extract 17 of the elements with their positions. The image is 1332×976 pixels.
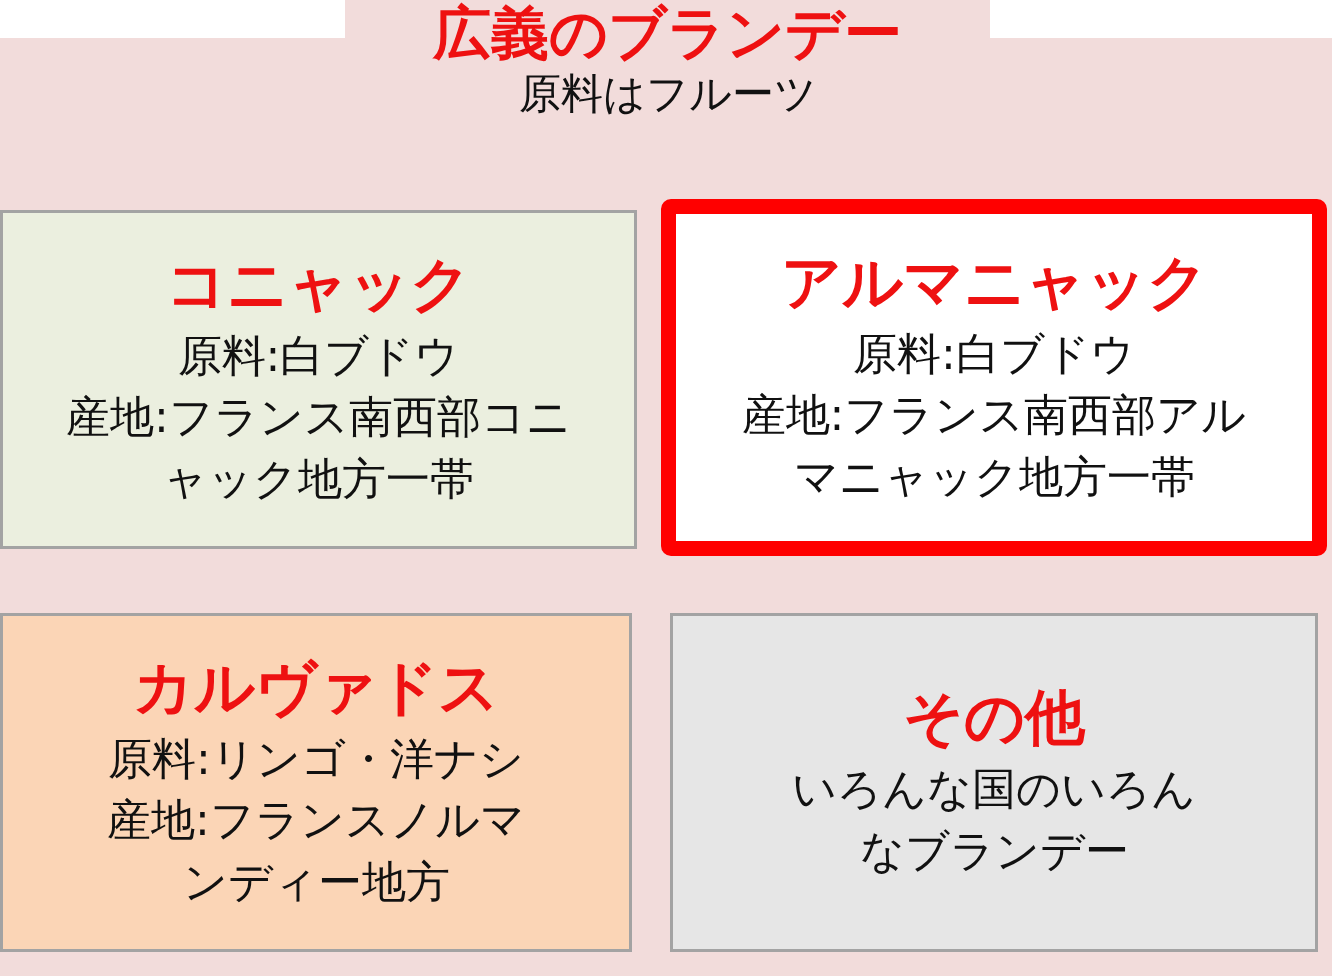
category-box bbox=[661, 199, 1327, 556]
box-text: 原料:白ブドウ bbox=[853, 326, 1135, 381]
box-text: 産地:フランス南西部コニャック地方一帯 bbox=[65, 390, 572, 506]
panel-subtitle: 原料はフルーツ bbox=[517, 68, 818, 120]
box-text: いろんな国のいろんなブランデー bbox=[791, 762, 1197, 878]
category-box bbox=[670, 613, 1318, 952]
box-text: 原料:白ブドウ bbox=[177, 328, 460, 383]
box-heading: コニャック bbox=[166, 249, 471, 319]
box-text: 原料:リンゴ・洋ナシ bbox=[108, 731, 524, 786]
box-text: 産地:フランスノルマンディー地方 bbox=[106, 793, 526, 909]
category-box bbox=[0, 210, 637, 549]
box-heading: その他 bbox=[903, 683, 1085, 753]
box-heading: アルマニャック bbox=[780, 247, 1208, 317]
box-text: 産地:フランス南西部アルマニャック地方一帯 bbox=[740, 388, 1248, 504]
box-heading: カルヴァドス bbox=[133, 652, 499, 722]
panel-title: 広義のブランデー bbox=[431, 0, 903, 66]
category-box bbox=[0, 613, 632, 952]
